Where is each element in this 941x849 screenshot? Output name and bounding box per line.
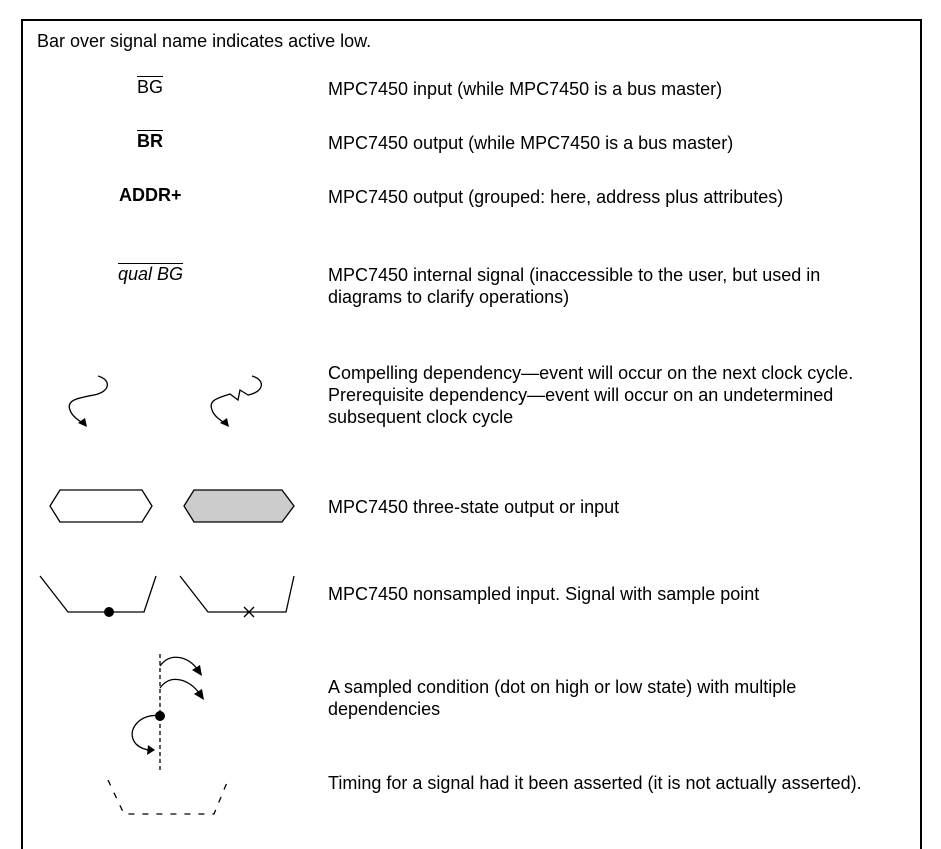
desc-sampled-condition: A sampled condition (dot on high or low … [328, 677, 797, 719]
not-asserted-timing-symbol-icon [107, 779, 229, 815]
three-state-symbol-icon [49, 489, 295, 523]
desc-sample-point: MPC7450 nonsampled input. Signal with sa… [328, 584, 760, 604]
desc-dependency: Compelling dependency—event will occur o… [328, 363, 854, 427]
prerequisite-dependency-arrow-icon [210, 375, 262, 427]
desc-br: MPC7450 output (while MPC7450 is a bus m… [328, 133, 734, 153]
desc-bg: MPC7450 input (while MPC7450 is a bus ma… [328, 79, 723, 99]
sampled-condition-symbol-icon [131, 654, 204, 770]
desc-addr-plus: MPC7450 output (grouped: here, address p… [328, 187, 784, 207]
signal-addr-plus: ADDR+ [119, 185, 182, 205]
desc-qual-bg: MPC7450 internal signal (inaccessible to… [328, 265, 821, 307]
sample-point-symbol-icon [39, 575, 295, 618]
desc-three-state: MPC7450 three-state output or input [328, 497, 620, 517]
signal-qual-bg: qual BG [118, 264, 184, 284]
compelling-dependency-arrow-icon [68, 375, 108, 427]
signal-bg: BG [137, 77, 164, 97]
intro-text: Bar over signal name indicates active lo… [37, 31, 372, 51]
signal-br: BR [137, 131, 163, 151]
desc-not-asserted: Timing for a signal had it been asserted… [328, 773, 862, 793]
legend-frame [21, 19, 922, 849]
